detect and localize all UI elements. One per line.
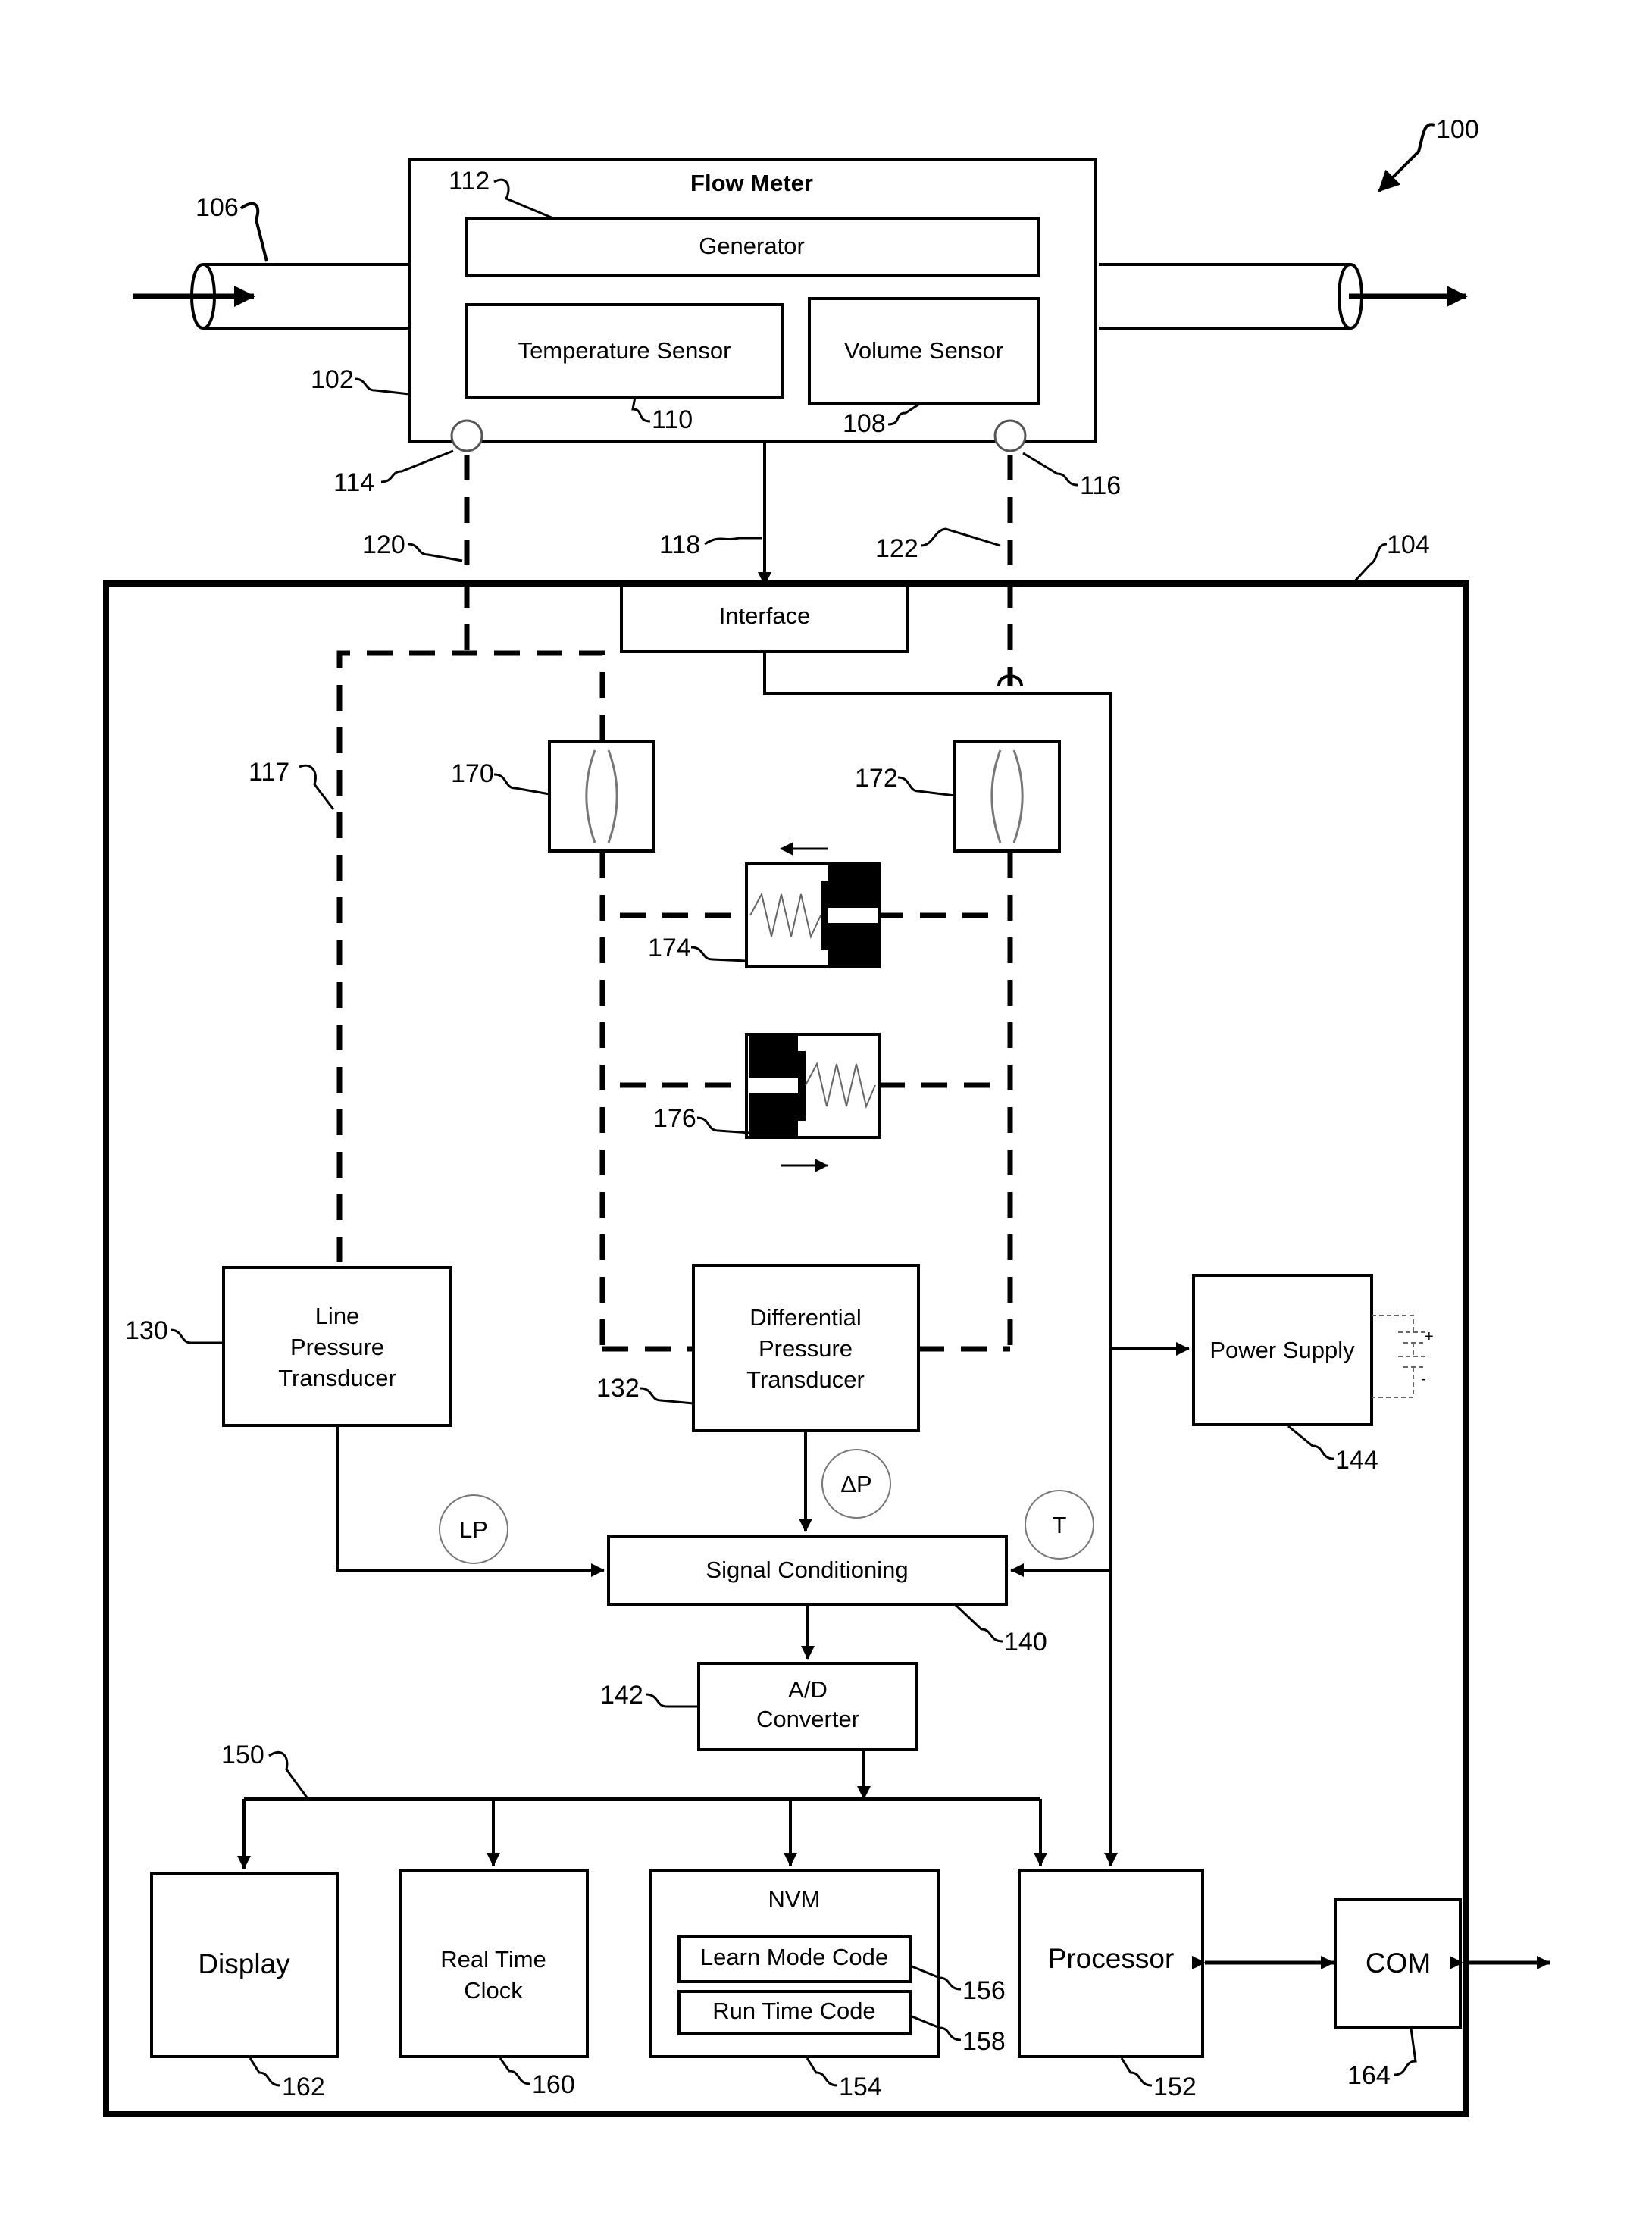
flow-meter: Flow Meter Generator 112 Temperature Sen… <box>311 159 1121 500</box>
flow-meter-ref: 102 <box>311 365 354 394</box>
rtc-ref: 160 <box>532 2070 575 2099</box>
dpt-line-1: Differential <box>749 1304 862 1331</box>
port-left-ref: 114 <box>333 468 374 497</box>
valve-left: 170 <box>451 741 654 851</box>
lpt-line-1: Line <box>315 1303 360 1329</box>
power-supply-minus: - <box>1421 1371 1426 1388</box>
power-supply-plus: + <box>1425 1328 1434 1345</box>
pressure-path-ref: 117 <box>249 758 289 787</box>
nvm-label: NVM <box>768 1886 821 1913</box>
run-time-code-label: Run Time Code <box>712 1998 875 2024</box>
interface-line-ref: 118 <box>659 530 700 559</box>
piston-top-ref: 174 <box>648 934 691 962</box>
port-right-ref: 116 <box>1080 471 1121 500</box>
signal-conditioning-label: Signal Conditioning <box>706 1557 908 1583</box>
lpt-line-3: Transducer <box>278 1365 396 1391</box>
com: COM 164 <box>1335 1900 1460 2090</box>
power-supply-label: Power Supply <box>1209 1337 1355 1363</box>
interface-block: Interface <box>621 585 908 652</box>
interface-line: 118 <box>659 441 765 585</box>
lpt-ref: 130 <box>125 1316 168 1345</box>
processor-ref: 152 <box>1153 2073 1197 2101</box>
flow-meter-title: Flow Meter <box>690 170 813 196</box>
generator-ref: 112 <box>449 167 490 196</box>
rtc-line-1: Real Time <box>440 1946 546 1973</box>
com-ref: 164 <box>1347 2061 1391 2090</box>
dpt-line-3: Transducer <box>746 1366 865 1393</box>
piston-bottom-ref: 176 <box>653 1104 696 1133</box>
bus-ref: 150 <box>221 1741 264 1769</box>
right-tube-ref: 122 <box>875 534 918 563</box>
differential-pressure-transducer: Differential Pressure Transducer 132 <box>596 1266 918 1431</box>
volume-sensor-ref: 108 <box>843 409 886 438</box>
temperature-sensor-label: Temperature Sensor <box>518 337 731 364</box>
ad-line-2: Converter <box>756 1706 859 1732</box>
learn-mode-code-label: Learn Mode Code <box>700 1944 888 1970</box>
left-tube-ref: 120 <box>362 530 405 559</box>
line-pressure-transducer: Line Pressure Transducer 130 <box>125 1268 451 1425</box>
nvm: NVM Learn Mode Code Run Time Code 154 15… <box>650 1870 1006 2101</box>
pipe-ref: 106 <box>196 193 239 222</box>
signal-conditioning-ref: 140 <box>1004 1628 1047 1657</box>
processor: Processor 152 <box>1019 1870 1203 2101</box>
piston-top: 174 <box>648 849 879 967</box>
ad-ref: 142 <box>600 1681 643 1710</box>
nvm-ref: 154 <box>839 2073 882 2101</box>
display-label: Display <box>198 1948 290 1979</box>
signal-dp-label: ΔP <box>840 1471 871 1497</box>
valve-left-ref: 170 <box>451 759 494 788</box>
signal-lp: LP <box>440 1495 508 1563</box>
signal-conditioning: Signal Conditioning 140 <box>609 1536 1047 1657</box>
signal-t-label: T <box>1053 1512 1067 1538</box>
ad-converter: A/D Converter 142 <box>600 1663 917 1750</box>
dpt-line-2: Pressure <box>759 1335 853 1362</box>
valve-right-ref: 172 <box>855 764 898 793</box>
interface-label: Interface <box>719 602 811 629</box>
lpt-line-2: Pressure <box>290 1334 384 1360</box>
display: Display 162 <box>152 1873 337 2101</box>
ad-line-1: A/D <box>788 1676 828 1703</box>
display-ref: 162 <box>282 2073 325 2101</box>
volume-sensor-label: Volume Sensor <box>844 337 1003 364</box>
generator-label: Generator <box>699 233 805 259</box>
power-supply: Power Supply + - 144 <box>1194 1275 1434 1475</box>
power-supply-ref: 144 <box>1335 1446 1378 1475</box>
rtc-line-2: Clock <box>464 1977 523 2004</box>
signal-t: T <box>1025 1491 1094 1559</box>
real-time-clock: Real Time Clock 160 <box>400 1870 587 2099</box>
valve-right: 172 <box>855 741 1059 851</box>
learn-mode-ref: 156 <box>962 1976 1006 2005</box>
figure-ref-number: 100 <box>1436 115 1479 144</box>
figure-ref: 100 <box>1379 115 1479 191</box>
signal-lp-label: LP <box>459 1516 488 1543</box>
device-ref: 104 <box>1387 530 1430 559</box>
com-label: COM <box>1366 1948 1431 1979</box>
piston-bottom: 176 <box>653 1034 879 1165</box>
run-time-ref: 158 <box>962 2027 1006 2056</box>
dpt-ref: 132 <box>596 1374 640 1403</box>
processor-label: Processor <box>1048 1943 1175 1974</box>
signal-dp: ΔP <box>822 1450 890 1518</box>
temperature-sensor-ref: 110 <box>652 405 693 434</box>
